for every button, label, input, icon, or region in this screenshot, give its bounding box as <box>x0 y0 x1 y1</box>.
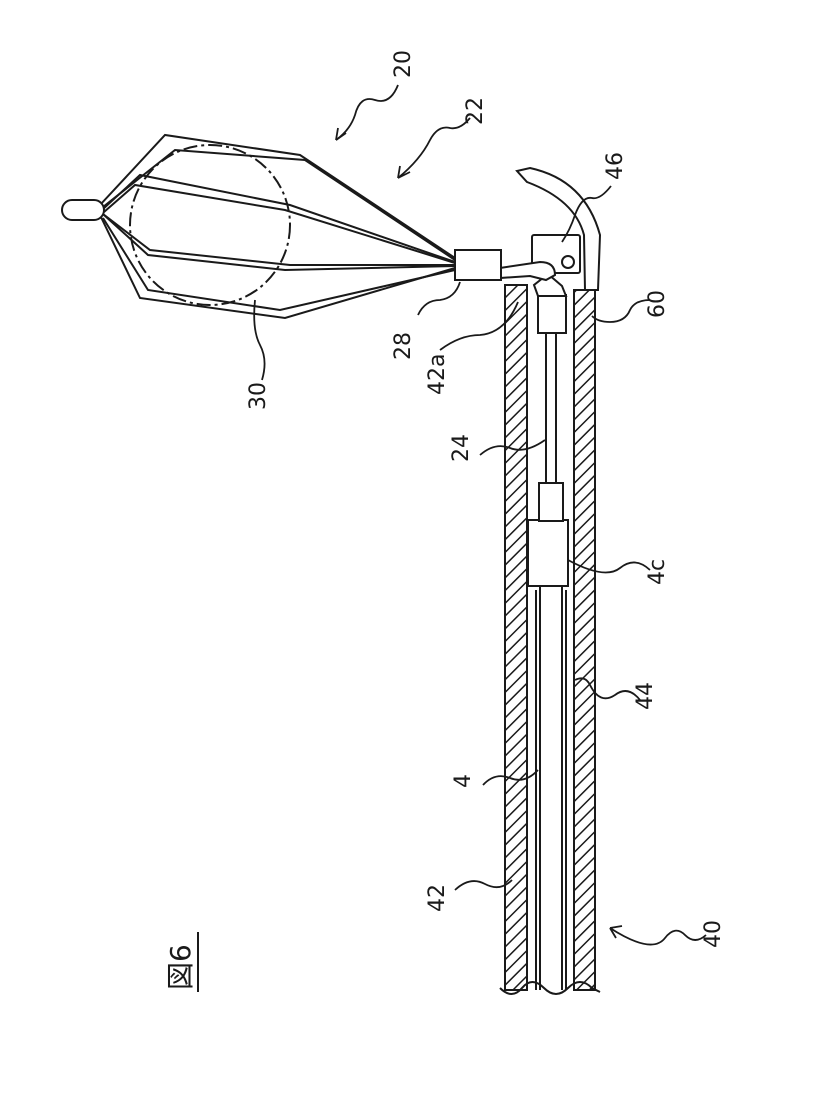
label-30: 30 <box>246 382 271 410</box>
reference-labels: 20 22 46 60 28 42a 30 24 4c 44 4 42 40 <box>246 50 726 948</box>
label-42a: 42a <box>425 354 450 395</box>
figure-title: 図6 <box>164 944 197 990</box>
basket-assembly <box>62 135 501 318</box>
label-40: 40 <box>701 920 726 948</box>
collar-28 <box>455 250 501 280</box>
sheath-wall-right <box>574 290 595 990</box>
label-28: 28 <box>391 332 416 360</box>
basket-link <box>500 262 555 280</box>
label-44: 44 <box>633 682 658 710</box>
distal-block <box>538 295 566 333</box>
label-24: 24 <box>449 434 474 462</box>
basket-tip <box>62 200 104 220</box>
label-22: 22 <box>463 97 488 125</box>
connector-4c <box>528 520 568 586</box>
label-20: 20 <box>391 50 416 78</box>
pivot-pin <box>562 256 574 268</box>
captured-stone <box>130 145 290 305</box>
leader-lines <box>254 85 706 945</box>
label-4c: 4c <box>645 559 670 585</box>
sheath-tube <box>500 285 600 994</box>
label-46: 46 <box>603 152 628 180</box>
figure-title-group: 図6 <box>164 932 198 992</box>
label-60: 60 <box>645 290 670 318</box>
label-4: 4 <box>451 774 476 788</box>
coupling <box>539 483 563 521</box>
label-42: 42 <box>425 884 450 912</box>
